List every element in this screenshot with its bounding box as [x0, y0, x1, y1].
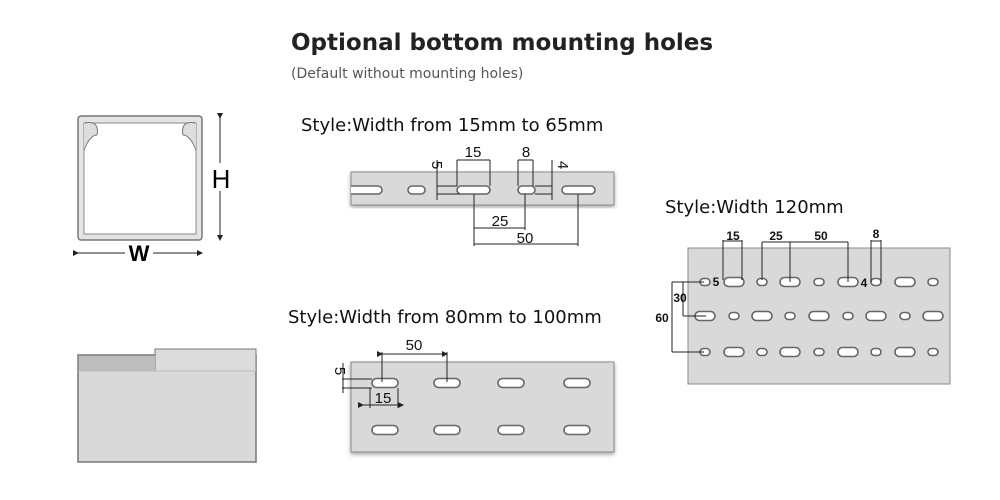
- style-medium-plate: 50 5 15: [331, 337, 615, 453]
- dim-slot-height: 5: [428, 161, 445, 169]
- dim-slot-length: 15: [465, 144, 482, 161]
- dim-slot-length: 15: [375, 390, 392, 407]
- mounting-hole: [756, 347, 768, 357]
- mounting-hole: [865, 310, 887, 322]
- mounting-hole: [870, 347, 882, 357]
- page-title: Optional bottom mounting holes: [291, 30, 714, 56]
- mounting-hole: [894, 276, 916, 288]
- style-wide-label: Style:Width 120mm: [665, 197, 844, 218]
- dim-slot-length: 15: [726, 229, 740, 243]
- style-medium-label: Style:Width from 80mm to 100mm: [288, 307, 602, 328]
- mounting-hole: [779, 346, 801, 358]
- mounting-hole: [723, 276, 745, 288]
- mounting-hole: [927, 347, 939, 357]
- mounting-hole: [894, 346, 916, 358]
- dim-outer-gap: 60: [655, 311, 669, 325]
- dim-pitch: 50: [406, 337, 423, 354]
- mounting-hole: [808, 310, 830, 322]
- mounting-hole: [784, 311, 796, 321]
- dim-pitch: 50: [814, 229, 828, 243]
- width-label: W: [129, 241, 150, 266]
- mounting-hole: [927, 277, 939, 287]
- mounting-hole: [497, 424, 525, 436]
- mounting-hole: [837, 346, 859, 358]
- mounting-hole: [899, 311, 911, 321]
- dim-slot-height: 5: [331, 367, 348, 375]
- dim-pitch: 50: [517, 230, 534, 247]
- mounting-hole: [813, 347, 825, 357]
- mounting-hole: [922, 310, 944, 322]
- dim-small-height: 4: [861, 276, 868, 290]
- mounting-hole: [751, 310, 773, 322]
- duct-profile: H W: [73, 113, 232, 266]
- mounting-hole: [563, 424, 591, 436]
- dim-offset: 25: [769, 229, 783, 243]
- style-narrow-plate: 15 8 5 4 25 50: [350, 144, 615, 247]
- dim-small-length: 8: [522, 144, 530, 161]
- height-label: H: [212, 164, 231, 194]
- mounting-hole: [728, 311, 740, 321]
- page-subtitle: (Default without mounting holes): [291, 66, 524, 82]
- mounting-hole: [371, 424, 399, 436]
- mounting-hole: [723, 346, 745, 358]
- mounting-hole: [842, 311, 854, 321]
- dim-slot-height: 5: [713, 275, 720, 289]
- mounting-hole: [870, 277, 882, 287]
- dim-offset: 25: [492, 213, 509, 230]
- mounting-hole: [497, 377, 525, 389]
- mounting-hole: [433, 424, 461, 436]
- duct-side-view: [77, 348, 257, 463]
- style-narrow-label: Style:Width from 15mm to 65mm: [301, 115, 604, 136]
- style-wide-plate: 15 25 50 8 5 4 30 60: [655, 227, 951, 385]
- mounting-hole: [563, 377, 591, 389]
- dim-small-length: 8: [873, 227, 880, 241]
- mounting-hole: [371, 377, 399, 389]
- dim-small-height: 4: [554, 161, 571, 169]
- dim-row-gap: 30: [673, 291, 687, 305]
- mounting-hole: [813, 277, 825, 287]
